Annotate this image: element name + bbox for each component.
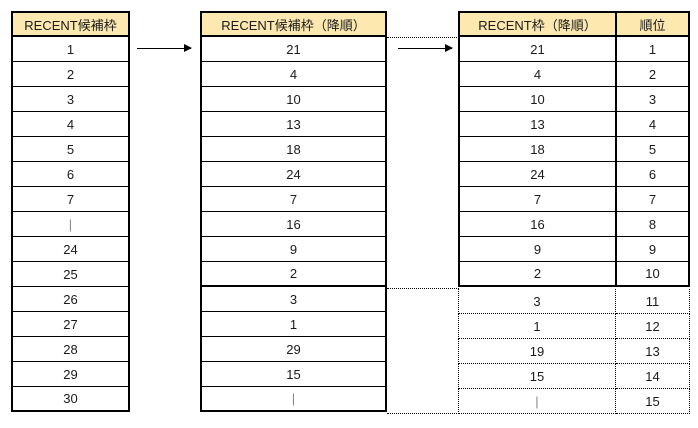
table-cell: 29 [11, 362, 130, 387]
table-cell: 30 [11, 387, 130, 412]
table-cell: 26 [11, 287, 130, 312]
table-cell: 3 [200, 287, 387, 312]
connector-bottom-line [387, 413, 459, 414]
table-cell: 2 [11, 62, 130, 87]
recent-candidate-header: RECENT候補枠 [11, 11, 130, 37]
value-cell: | [458, 389, 616, 414]
table-cell: 15 [200, 362, 387, 387]
value-cell: 19 [458, 339, 616, 364]
rank-cell: 12 [616, 314, 690, 339]
connector-top-line [387, 37, 459, 38]
connector-mid-line [387, 288, 459, 289]
rank-cell: 15 [616, 389, 690, 414]
table-cell: 29 [200, 337, 387, 362]
rank-cell: 3 [616, 87, 690, 112]
table-cell: 21 [200, 37, 387, 62]
table-cell: 4 [200, 62, 387, 87]
table-cell: 24 [200, 162, 387, 187]
value-cell: 1 [458, 314, 616, 339]
rank-cell: 5 [616, 137, 690, 162]
table-cell: 4 [11, 112, 130, 137]
value-cell: 3 [458, 289, 616, 314]
value-cell: 4 [458, 62, 616, 87]
rank-cell: 9 [616, 237, 690, 262]
table-cell: 24 [11, 237, 130, 262]
value-cell: 15 [458, 364, 616, 389]
table-cell: 1 [200, 312, 387, 337]
table-cell: 13 [200, 112, 387, 137]
table-cell: | [200, 387, 387, 412]
table-cell: 27 [11, 312, 130, 337]
rank-cell: 10 [616, 262, 690, 287]
table-cell: 7 [200, 187, 387, 212]
table-cell: 5 [11, 137, 130, 162]
value-cell: 9 [458, 237, 616, 262]
rank-cell: 1 [616, 37, 690, 62]
arrow-right-icon [398, 44, 453, 52]
table-row: |15 [458, 389, 690, 414]
table-cell: 28 [11, 337, 130, 362]
rank-cell: 4 [616, 112, 690, 137]
rank-cell: 2 [616, 62, 690, 87]
table-cell: 9 [200, 237, 387, 262]
value-cell: 21 [458, 37, 616, 62]
table-cell: | [11, 212, 130, 237]
rank-cell: 14 [616, 364, 690, 389]
recent-desc-header: RECENT枠（降順） [458, 11, 616, 37]
rank-cell: 11 [616, 289, 690, 314]
table-cell: 6 [11, 162, 130, 187]
table-cell: 25 [11, 262, 130, 287]
value-cell: 18 [458, 137, 616, 162]
recent-candidate-desc-header: RECENT候補枠（降順） [200, 11, 387, 37]
table-cell: 18 [200, 137, 387, 162]
value-cell: 24 [458, 162, 616, 187]
table-cell: 10 [200, 87, 387, 112]
value-cell: 10 [458, 87, 616, 112]
arrow-right-icon [137, 44, 192, 52]
table-cell: 2 [200, 262, 387, 287]
rank-header: 順位 [616, 11, 690, 37]
rank-cell: 8 [616, 212, 690, 237]
rank-cell: 7 [616, 187, 690, 212]
value-cell: 7 [458, 187, 616, 212]
table-cell: 7 [11, 187, 130, 212]
table-cell: 16 [200, 212, 387, 237]
table-cell: 3 [11, 87, 130, 112]
rank-cell: 13 [616, 339, 690, 364]
value-cell: 2 [458, 262, 616, 287]
rank-cell: 6 [616, 162, 690, 187]
table-cell: 1 [11, 37, 130, 62]
value-cell: 16 [458, 212, 616, 237]
value-cell: 13 [458, 112, 616, 137]
